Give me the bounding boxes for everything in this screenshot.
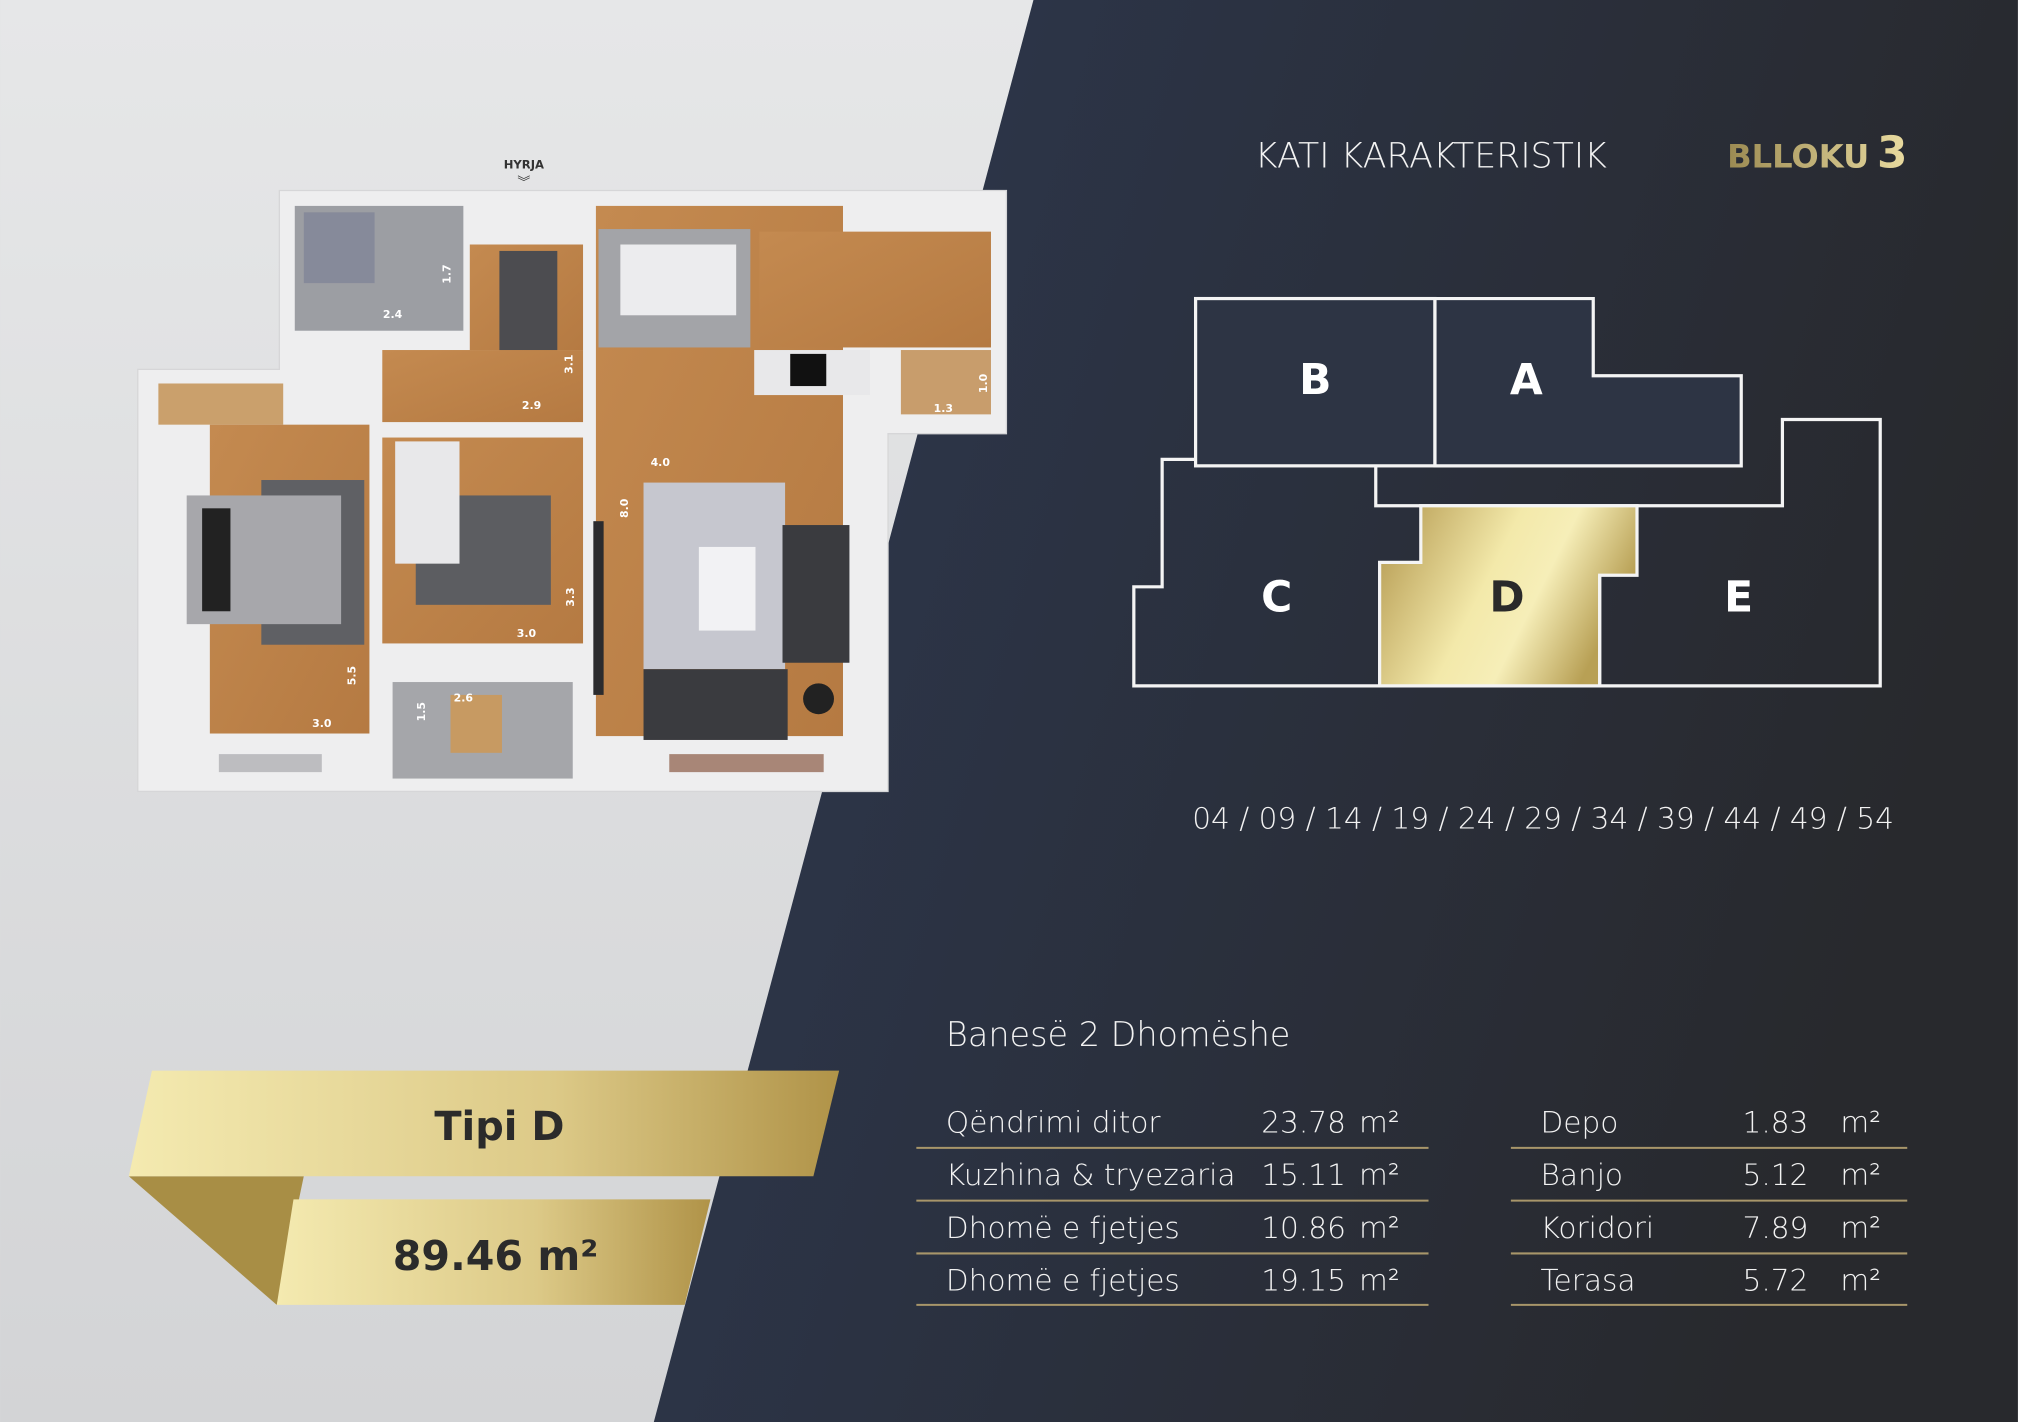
room-area: 7.89 — [1743, 1211, 1809, 1245]
floor-numbers: 04 / 09 / 14 / 19 / 24 / 29 / 34 / 39 / … — [1192, 802, 1894, 836]
room-name: Depo — [1540, 1105, 1618, 1139]
chevron-down-icon: ︾ — [517, 175, 530, 190]
dimension-label: 3.0 — [312, 717, 332, 730]
room-unit: m² — [1840, 1264, 1881, 1298]
kitchen — [759, 231, 991, 348]
dimension-label: 4.0 — [651, 456, 671, 469]
unit-label: B — [1299, 356, 1331, 405]
room-row: Depo 1.83 m² — [1510, 1105, 1908, 1149]
room-row: Dhomë e fjetjes 10.86 m² — [916, 1211, 1429, 1255]
dimension-label: 1.0 — [977, 373, 990, 393]
room-row: Banjo 5.12 m² — [1510, 1158, 1908, 1202]
room-unit: m² — [1840, 1105, 1881, 1139]
unit-label: E — [1724, 573, 1753, 622]
room-row: Kuzhina & tryezaria 15.11 m² — [916, 1158, 1429, 1202]
room-name: Dhomë e fjetjes — [946, 1264, 1180, 1298]
room-unit: m² — [1840, 1211, 1881, 1245]
unit-B[interactable] — [1193, 296, 1437, 468]
unit-label: A — [1510, 356, 1543, 405]
room-area: 19.15 — [1261, 1264, 1346, 1298]
room-area: 5.12 — [1743, 1158, 1809, 1192]
apartment-type: Tipi D — [434, 1104, 564, 1150]
dimension-label: 8.0 — [618, 498, 631, 518]
room-unit: m² — [1840, 1158, 1881, 1192]
dimension-label: 2.6 — [454, 691, 474, 704]
room-name: Terasa — [1540, 1264, 1635, 1298]
type-ribbon — [128, 1070, 840, 1305]
room-row: Qëndrimi ditor 23.78 m² — [916, 1105, 1429, 1149]
room-unit: m² — [1359, 1158, 1400, 1192]
apartment-area: 89.46 m² — [393, 1232, 599, 1280]
dimension-label: 2.9 — [522, 399, 541, 412]
unit-label: C — [1261, 573, 1292, 622]
room-row: Terasa 5.72 m² — [1510, 1264, 1908, 1306]
building-diagram — [1132, 296, 1882, 688]
dimension-label: 3.0 — [517, 627, 537, 640]
room-unit: m² — [1359, 1105, 1400, 1139]
dimension-label: 1.3 — [934, 402, 953, 415]
dimension-label: 3.1 — [563, 355, 576, 374]
room-row: Dhomë e fjetjes 19.15 m² — [916, 1264, 1429, 1306]
room-unit: m² — [1359, 1211, 1400, 1245]
page-title: KATI KARAKTERISTIK — [1255, 136, 1607, 176]
room-unit: m² — [1359, 1264, 1400, 1298]
dimension-label: 1.5 — [415, 702, 428, 721]
room-name: Koridori — [1540, 1211, 1654, 1245]
room-name: Kuzhina & tryezaria — [946, 1158, 1236, 1192]
room-name: Dhomë e fjetjes — [946, 1211, 1180, 1245]
room-area: 10.86 — [1261, 1211, 1346, 1245]
dimension-label: 5.5 — [345, 666, 358, 685]
room-name: Qëndrimi ditor — [946, 1105, 1161, 1139]
unit-A[interactable] — [1433, 296, 1743, 468]
room-area: 5.72 — [1743, 1264, 1809, 1298]
room-area: 1.83 — [1743, 1105, 1809, 1139]
apartment-description: Banesë 2 Dhomëshe — [946, 1015, 1290, 1054]
room-name: Banjo — [1540, 1158, 1623, 1192]
room-area: 23.78 — [1261, 1105, 1346, 1139]
storage — [900, 350, 991, 415]
dimension-label: 3.3 — [564, 587, 577, 606]
room-area: 15.11 — [1261, 1158, 1346, 1192]
dimension-label: 2.4 — [383, 308, 403, 321]
floor-plan: HYRJA ︾ 2.4 1.7 3.1 2.9 1.3 1.0 4.0 8.0 … — [137, 158, 1008, 793]
unit-label: D — [1489, 573, 1524, 622]
entrance-label: HYRJA — [504, 158, 544, 172]
room-row: Koridori 7.89 m² — [1510, 1211, 1908, 1255]
dimension-label: 1.7 — [440, 264, 453, 283]
